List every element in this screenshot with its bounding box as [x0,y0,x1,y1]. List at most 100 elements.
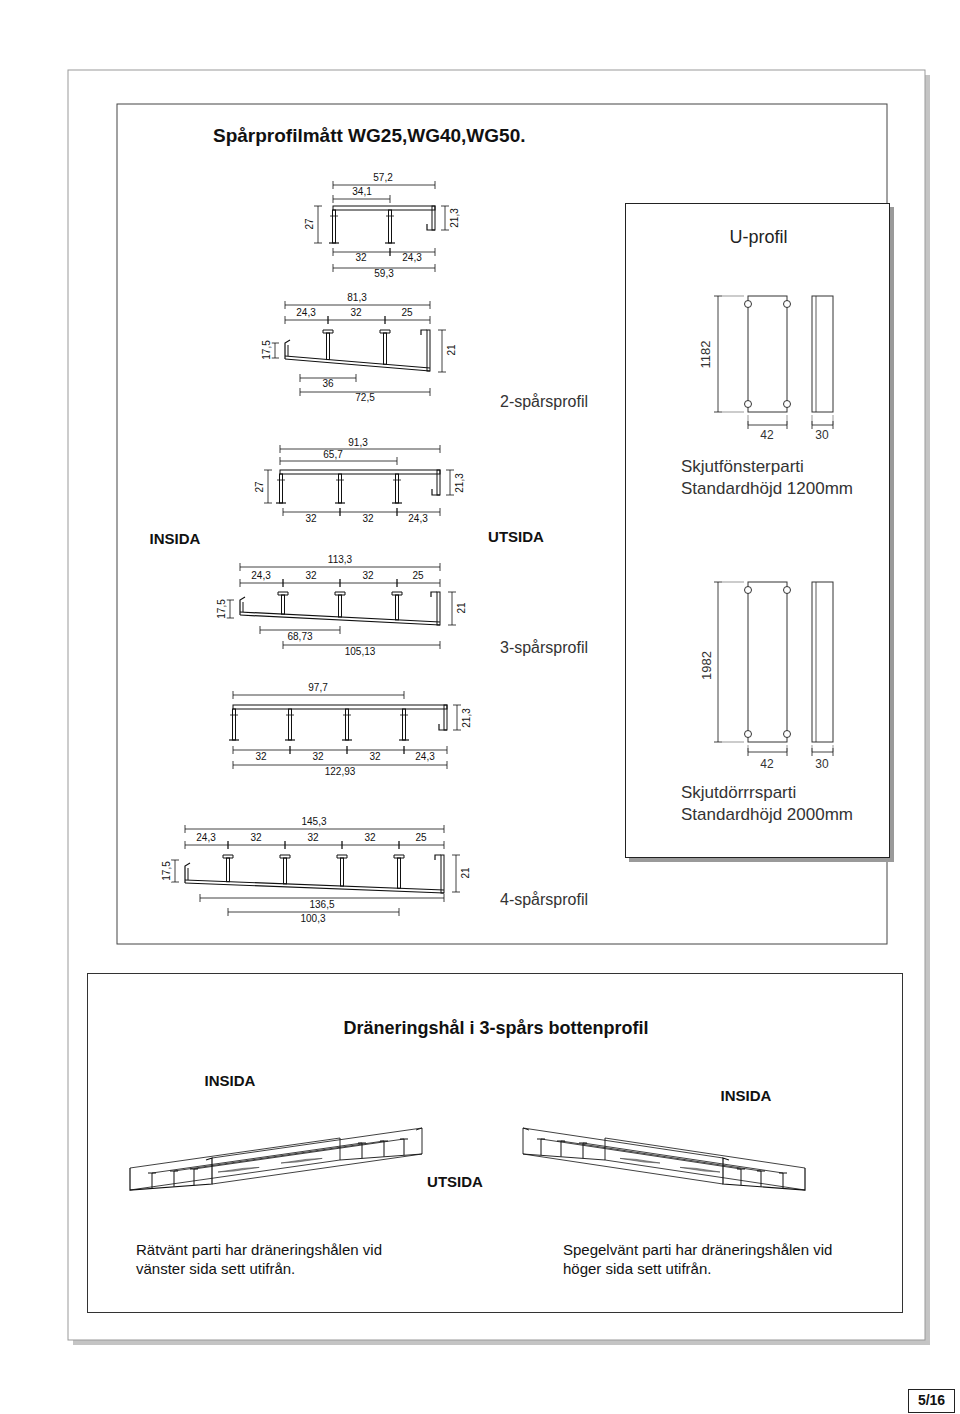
dimension-line [285,845,342,846]
extension-line [787,415,788,425]
dimension-tick [171,882,179,883]
profile-line [285,739,295,740]
profile-line [188,868,189,880]
dimension-line [404,750,447,751]
dimension-tick [435,264,436,272]
dimension-line [333,185,435,186]
side-label: INSIDA [149,531,202,546]
dimension-line [240,567,440,568]
dimension-tick [314,206,322,207]
dimension-value: 36 [321,379,334,389]
profile-name: 2-spårsprofil [499,394,589,410]
profile-line [561,1141,562,1157]
box-text: Rätvänt parti har dräneringshålen vid vä… [136,1240,406,1278]
dimension-tick [404,746,405,754]
profile-line [392,592,402,595]
dimension-tick [283,508,284,516]
dimension-tick [397,457,398,465]
dimension-tick [441,230,449,231]
dimension-value: 21 [457,601,467,614]
extension-line [812,415,813,425]
dimension-tick [260,626,261,634]
drain-rail [541,1139,741,1169]
dimension-tick [397,508,398,516]
dimension-tick [340,508,341,516]
dimension-tick [228,841,229,849]
extension-line [748,415,749,425]
dimension-value: 25 [414,833,427,843]
dimension-tick [333,264,334,272]
dimension-line [718,296,719,412]
profile-line [185,883,444,893]
dimension-tick [271,343,279,344]
dimension-line [285,320,328,321]
profile-name: 4-spårsprofil [499,892,589,908]
dimension-tick [171,860,179,861]
dimension-tick [280,445,281,453]
profile-line [741,1169,742,1185]
dimension-line [283,583,340,584]
dimension-tick [440,641,441,649]
profile-line [342,739,352,740]
dimension-tick [440,508,441,516]
page-number-box: 5/16 [908,1389,955,1413]
profile-wall [437,470,440,495]
profile-line [285,340,290,359]
dimension-tick [314,243,322,244]
dimension-tick [452,892,460,893]
dimension-tick [283,641,284,649]
u-notch [784,301,791,308]
info-box: U-profilSkjutfönsterparti Standardhöjd 1… [625,203,890,858]
dimension-line [175,860,176,882]
dimension-tick [404,691,405,699]
dimension-value: 24,3 [401,253,422,263]
page-frame [68,70,925,1340]
dimension-tick [228,908,229,916]
dimension-tick [283,579,284,587]
drain-profile [523,1128,605,1160]
drain-rail [212,1154,422,1184]
dimension-value: 25 [400,308,413,318]
extension-line [748,745,749,752]
profile-line [431,592,437,597]
profile-line [761,1171,762,1187]
profile-line [392,502,402,503]
drain-hole [218,1167,259,1172]
box-heading: 5/16 [909,1391,954,1409]
profile-line [435,855,441,860]
dimension-tick [283,579,284,587]
dimension-tick [438,330,446,331]
profile-line [816,296,817,412]
profile-line [343,715,351,716]
u-notch [745,587,752,594]
dimension-tick [233,691,234,699]
drain-rail [130,1160,340,1190]
profile-line [194,1169,195,1185]
drainage-box: Dräneringshål i 3-spårs bottenprofilRätv… [87,973,903,1313]
u-notch [745,301,752,308]
drain-rail [523,1154,723,1184]
dimension-value: 32 [306,833,319,843]
drain-rail [583,1143,783,1173]
drain-rail [523,1128,723,1158]
profile-line [330,216,338,217]
profile-line [286,715,294,716]
dimension-line [450,470,451,495]
dimension-tick [285,316,286,324]
u-notch [745,731,752,738]
dimension-value: 21 [461,866,471,879]
dimension-line [385,320,430,321]
profile-name: 3-spårsprofil [499,640,589,656]
profile-leg [289,709,292,740]
dimension-value: 24,3 [250,571,271,581]
head-profile [233,705,447,709]
profile-line [386,216,394,217]
box-text: Skjutfönsterparti Standardhöjd 1200mm [681,456,891,500]
dimension-value: 97,7 [307,683,328,693]
profile-line [288,345,289,356]
dimension-tick [440,445,441,453]
dimension-line [290,750,347,751]
profile-line [230,715,238,716]
profile-line [432,489,440,495]
page-title: Spårprofilmått WG25,WG40,WG50. [213,125,526,148]
